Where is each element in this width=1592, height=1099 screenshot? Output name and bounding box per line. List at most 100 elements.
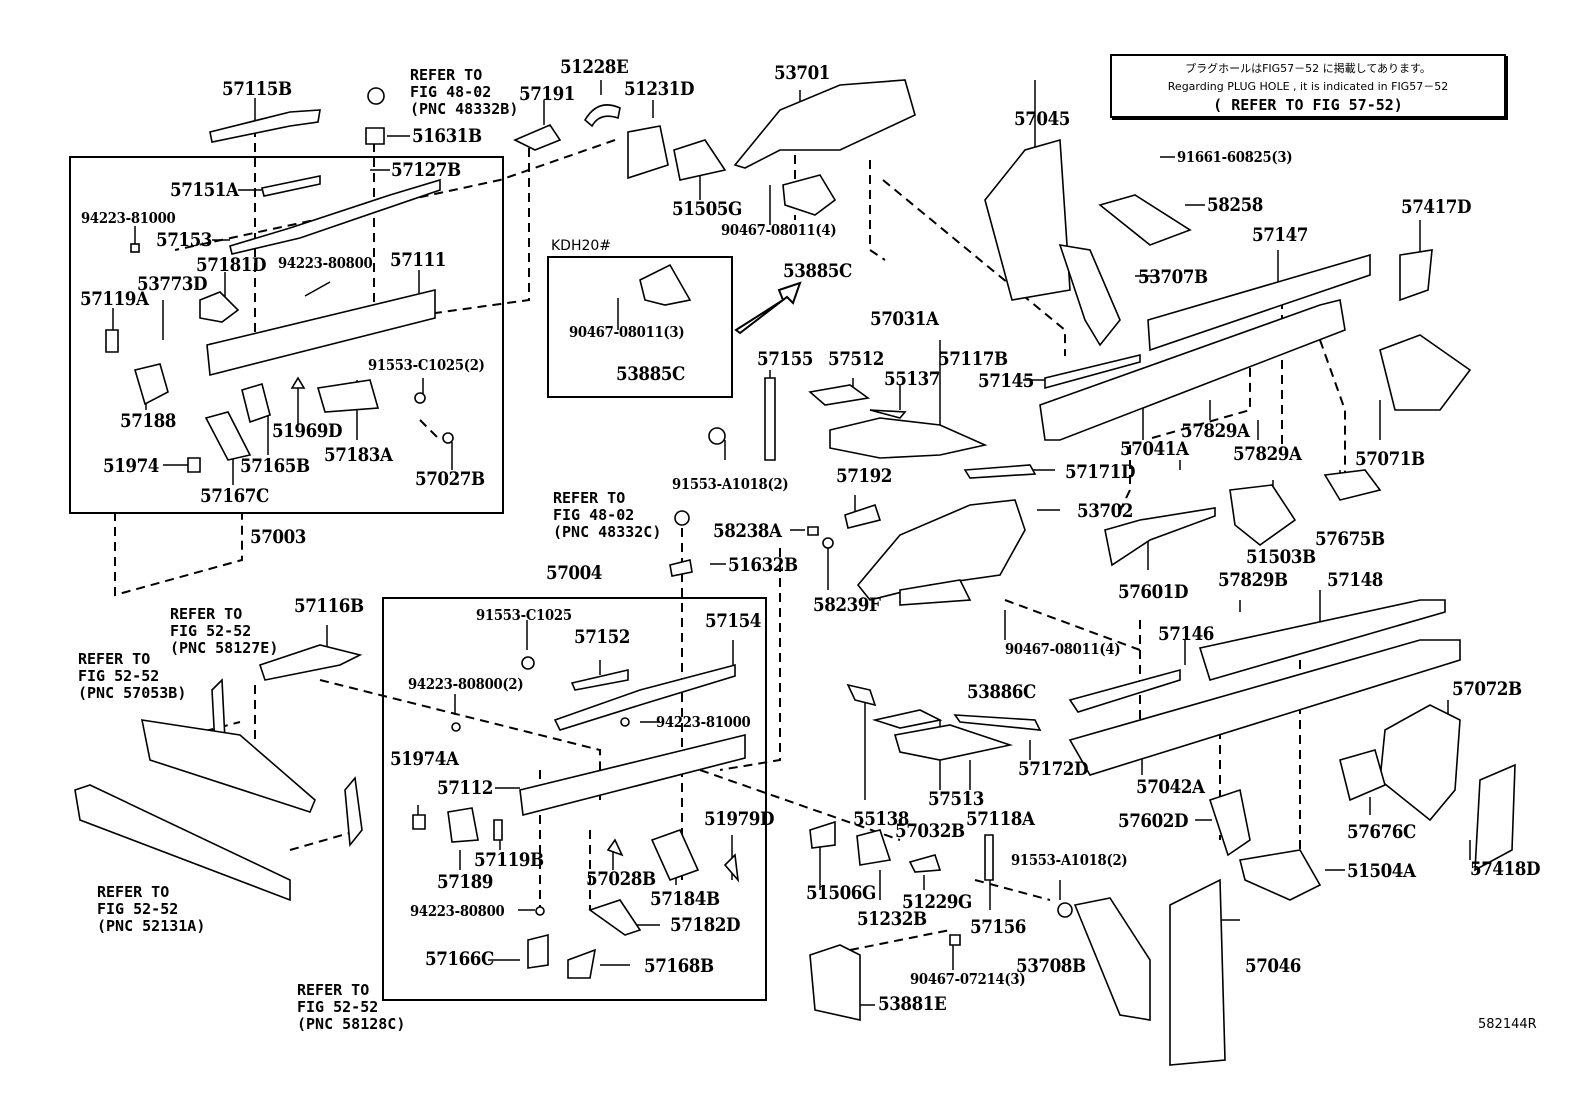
- part-label[interactable]: 51631B: [412, 125, 482, 147]
- part-label[interactable]: 53881E: [878, 993, 947, 1015]
- group-label-53885C-kdh[interactable]: 53885C: [616, 363, 685, 385]
- part-label[interactable]: 57166C: [425, 948, 494, 970]
- group-label-53885C[interactable]: 53885C: [783, 260, 852, 282]
- refer-label-57053B[interactable]: REFER TO FIG 52-52 (PNC 57053B): [78, 650, 187, 702]
- part-label[interactable]: 57117B: [938, 348, 1008, 370]
- part-label[interactable]: 51974: [103, 455, 159, 477]
- part-label[interactable]: 90467-08011(4): [1005, 640, 1121, 658]
- refer-label-48332B[interactable]: REFER TO FIG 48-02 (PNC 48332B): [410, 66, 519, 118]
- part-label[interactable]: 57676C: [1347, 821, 1416, 843]
- part-label[interactable]: 57071B: [1355, 448, 1425, 470]
- part-label[interactable]: 57183A: [324, 444, 393, 466]
- part-label[interactable]: 57167C: [200, 485, 269, 507]
- part-label[interactable]: 57188: [120, 410, 176, 432]
- part-label[interactable]: 57116B: [294, 595, 364, 617]
- part-label[interactable]: 57602D: [1118, 810, 1189, 832]
- part-label[interactable]: 57145: [978, 370, 1034, 392]
- part-label[interactable]: 57154: [705, 610, 761, 632]
- part-label[interactable]: 57112: [437, 777, 493, 799]
- part-label[interactable]: 58238A: [713, 520, 782, 542]
- part-label[interactable]: 57041A: [1120, 438, 1189, 460]
- part-label[interactable]: 53701: [774, 62, 830, 84]
- part-label[interactable]: 57115B: [222, 78, 292, 100]
- part-label[interactable]: 57512: [828, 348, 884, 370]
- part-label[interactable]: 57418D: [1470, 858, 1541, 880]
- part-label[interactable]: 57147: [1252, 224, 1308, 246]
- part-label[interactable]: 57184B: [650, 888, 720, 910]
- part-label[interactable]: 51503B: [1246, 546, 1316, 568]
- part-label[interactable]: 51231D: [624, 78, 695, 100]
- refer-label-58127E[interactable]: REFER TO FIG 52-52 (PNC 58127E): [170, 605, 279, 657]
- part-label[interactable]: 57601D: [1118, 581, 1189, 603]
- part-label[interactable]: 91553-C1025: [476, 606, 572, 624]
- part-label[interactable]: 90467-08011(4): [721, 221, 837, 239]
- part-label[interactable]: 91553-C1025(2): [368, 356, 485, 374]
- part-label[interactable]: 57118A: [966, 808, 1035, 830]
- part-label[interactable]: 57119A: [80, 288, 149, 310]
- part-label[interactable]: 57045: [1014, 108, 1070, 130]
- part-label[interactable]: 57829A: [1233, 443, 1302, 465]
- part-label[interactable]: 57027B: [415, 468, 485, 490]
- part-label[interactable]: 53708B: [1016, 955, 1086, 977]
- part-label[interactable]: 51632B: [728, 554, 798, 576]
- part-label[interactable]: 94223-80800: [278, 254, 373, 272]
- part-label[interactable]: 57151A: [170, 179, 239, 201]
- part-label[interactable]: 51505G: [672, 198, 742, 220]
- part-label[interactable]: 94223-81000: [81, 209, 176, 227]
- part-label[interactable]: 57181D: [196, 254, 267, 276]
- part-label[interactable]: 58239F: [813, 594, 881, 616]
- group-label-57032B[interactable]: 57032B: [895, 820, 965, 842]
- part-label[interactable]: 57146: [1158, 623, 1214, 645]
- group-label-57004[interactable]: 57004: [546, 562, 602, 584]
- part-label[interactable]: 57171D: [1065, 461, 1136, 483]
- part-label[interactable]: 94223-80800: [410, 902, 505, 920]
- part-label[interactable]: 51979D: [704, 808, 775, 830]
- part-label[interactable]: 57417D: [1401, 196, 1472, 218]
- refer-label-52131A[interactable]: REFER TO FIG 52-52 (PNC 52131A): [97, 883, 206, 935]
- part-label[interactable]: 51506G: [806, 882, 876, 904]
- part-label[interactable]: 53773D: [137, 273, 208, 295]
- part-label[interactable]: 57192: [836, 465, 892, 487]
- part-label[interactable]: 57028B: [586, 868, 656, 890]
- group-label-53886C[interactable]: 53886C: [967, 681, 1036, 703]
- part-label[interactable]: 51969D: [272, 420, 343, 442]
- part-label[interactable]: 57168B: [644, 955, 714, 977]
- part-label[interactable]: 57829B: [1218, 569, 1288, 591]
- part-label[interactable]: 57172D: [1018, 758, 1089, 780]
- part-label[interactable]: 57127B: [391, 159, 461, 181]
- part-label[interactable]: 90467-07214(3): [910, 970, 1026, 988]
- part-label[interactable]: 51974A: [390, 748, 459, 770]
- part-label[interactable]: 57042A: [1136, 776, 1205, 798]
- part-label[interactable]: 57148: [1327, 569, 1383, 591]
- group-label-57003[interactable]: 57003: [250, 526, 306, 548]
- part-label[interactable]: 57675B: [1315, 528, 1385, 550]
- part-label[interactable]: 57191: [519, 83, 575, 105]
- part-label[interactable]: 57182D: [670, 914, 741, 936]
- part-label[interactable]: 94223-80800(2): [408, 675, 524, 693]
- part-label[interactable]: 51504A: [1347, 860, 1416, 882]
- refer-label-58128C[interactable]: REFER TO FIG 52-52 (PNC 58128C): [297, 981, 406, 1033]
- part-label[interactable]: 53702: [1077, 500, 1133, 522]
- part-label[interactable]: 57111: [390, 249, 446, 271]
- refer-label-48332C[interactable]: REFER TO FIG 48-02 (PNC 48332C): [553, 489, 662, 541]
- part-label[interactable]: 53707B: [1138, 266, 1208, 288]
- part-label[interactable]: 94223-81000: [656, 713, 751, 731]
- part-label[interactable]: 91553-A1018(2): [672, 475, 789, 493]
- part-label[interactable]: 57165B: [240, 455, 310, 477]
- part-label[interactable]: 57155: [757, 348, 813, 370]
- part-label[interactable]: 51232B: [857, 908, 927, 930]
- part-label[interactable]: 57046: [1245, 955, 1301, 977]
- part-label[interactable]: 57072B: [1452, 678, 1522, 700]
- part-label[interactable]: 57829A: [1181, 420, 1250, 442]
- part-label[interactable]: 90467-08011(3): [569, 323, 685, 341]
- part-label[interactable]: 57513: [928, 788, 984, 810]
- part-label[interactable]: 58258: [1207, 194, 1263, 216]
- part-label[interactable]: 55137: [884, 368, 940, 390]
- part-label[interactable]: 57156: [970, 916, 1026, 938]
- part-label[interactable]: 91553-A1018(2): [1011, 851, 1128, 869]
- part-label[interactable]: 57119B: [474, 849, 544, 871]
- part-label[interactable]: 57189: [437, 871, 493, 893]
- group-label-57031A[interactable]: 57031A: [870, 308, 939, 330]
- part-label[interactable]: 55138: [853, 808, 909, 830]
- part-label[interactable]: 91661-60825(3): [1177, 148, 1293, 166]
